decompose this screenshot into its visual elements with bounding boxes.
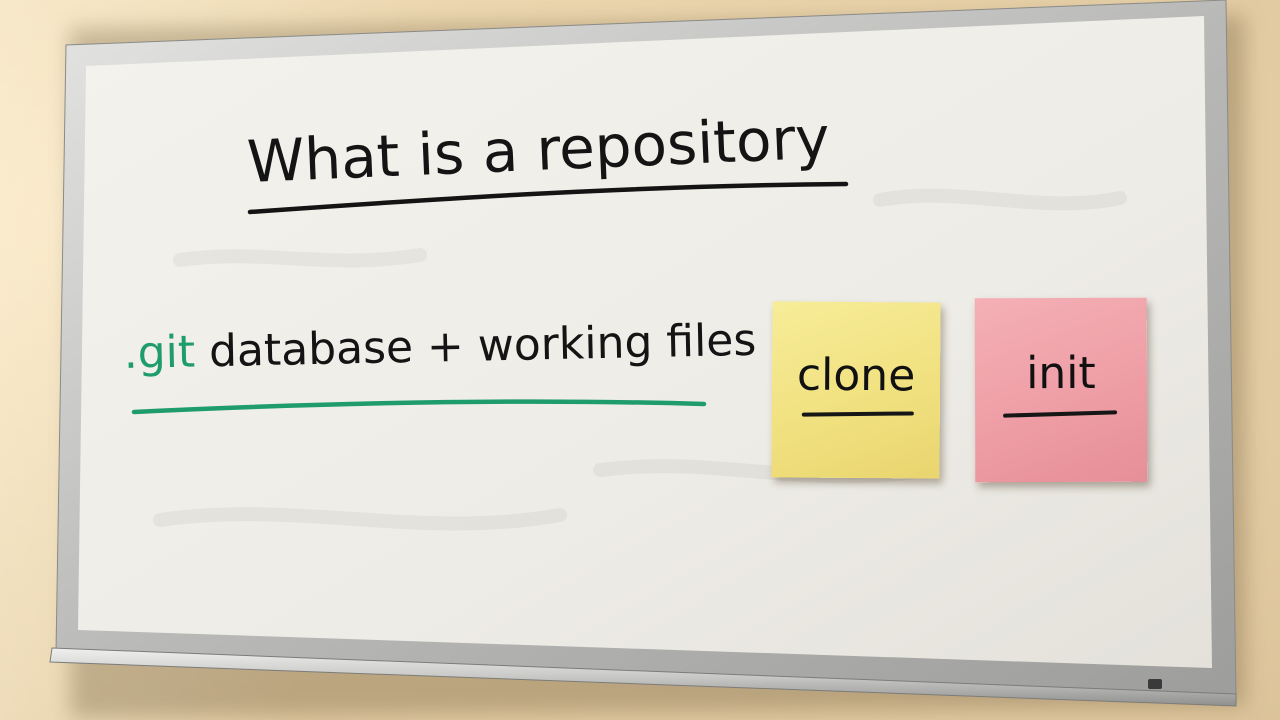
subtitle-underline: [131, 399, 707, 415]
marker-tray: [49, 647, 1237, 707]
sticky-note-clone-underline: [801, 411, 914, 417]
tray-end-cap: [1148, 679, 1162, 689]
sticky-note-init-label: init: [1026, 347, 1096, 400]
whiteboard-surface: [78, 16, 1212, 668]
subtitle-rest: database + working files: [195, 315, 757, 378]
sticky-note-init-underline: [1003, 410, 1118, 418]
git-label: .git: [123, 327, 195, 379]
title-underline: [247, 181, 849, 215]
sticky-note-init: init: [974, 297, 1148, 483]
sticky-note-clone-label: clone: [796, 349, 916, 402]
board-subtitle: .git database + working files: [123, 315, 757, 379]
sticky-note-clone: clone: [771, 301, 941, 479]
